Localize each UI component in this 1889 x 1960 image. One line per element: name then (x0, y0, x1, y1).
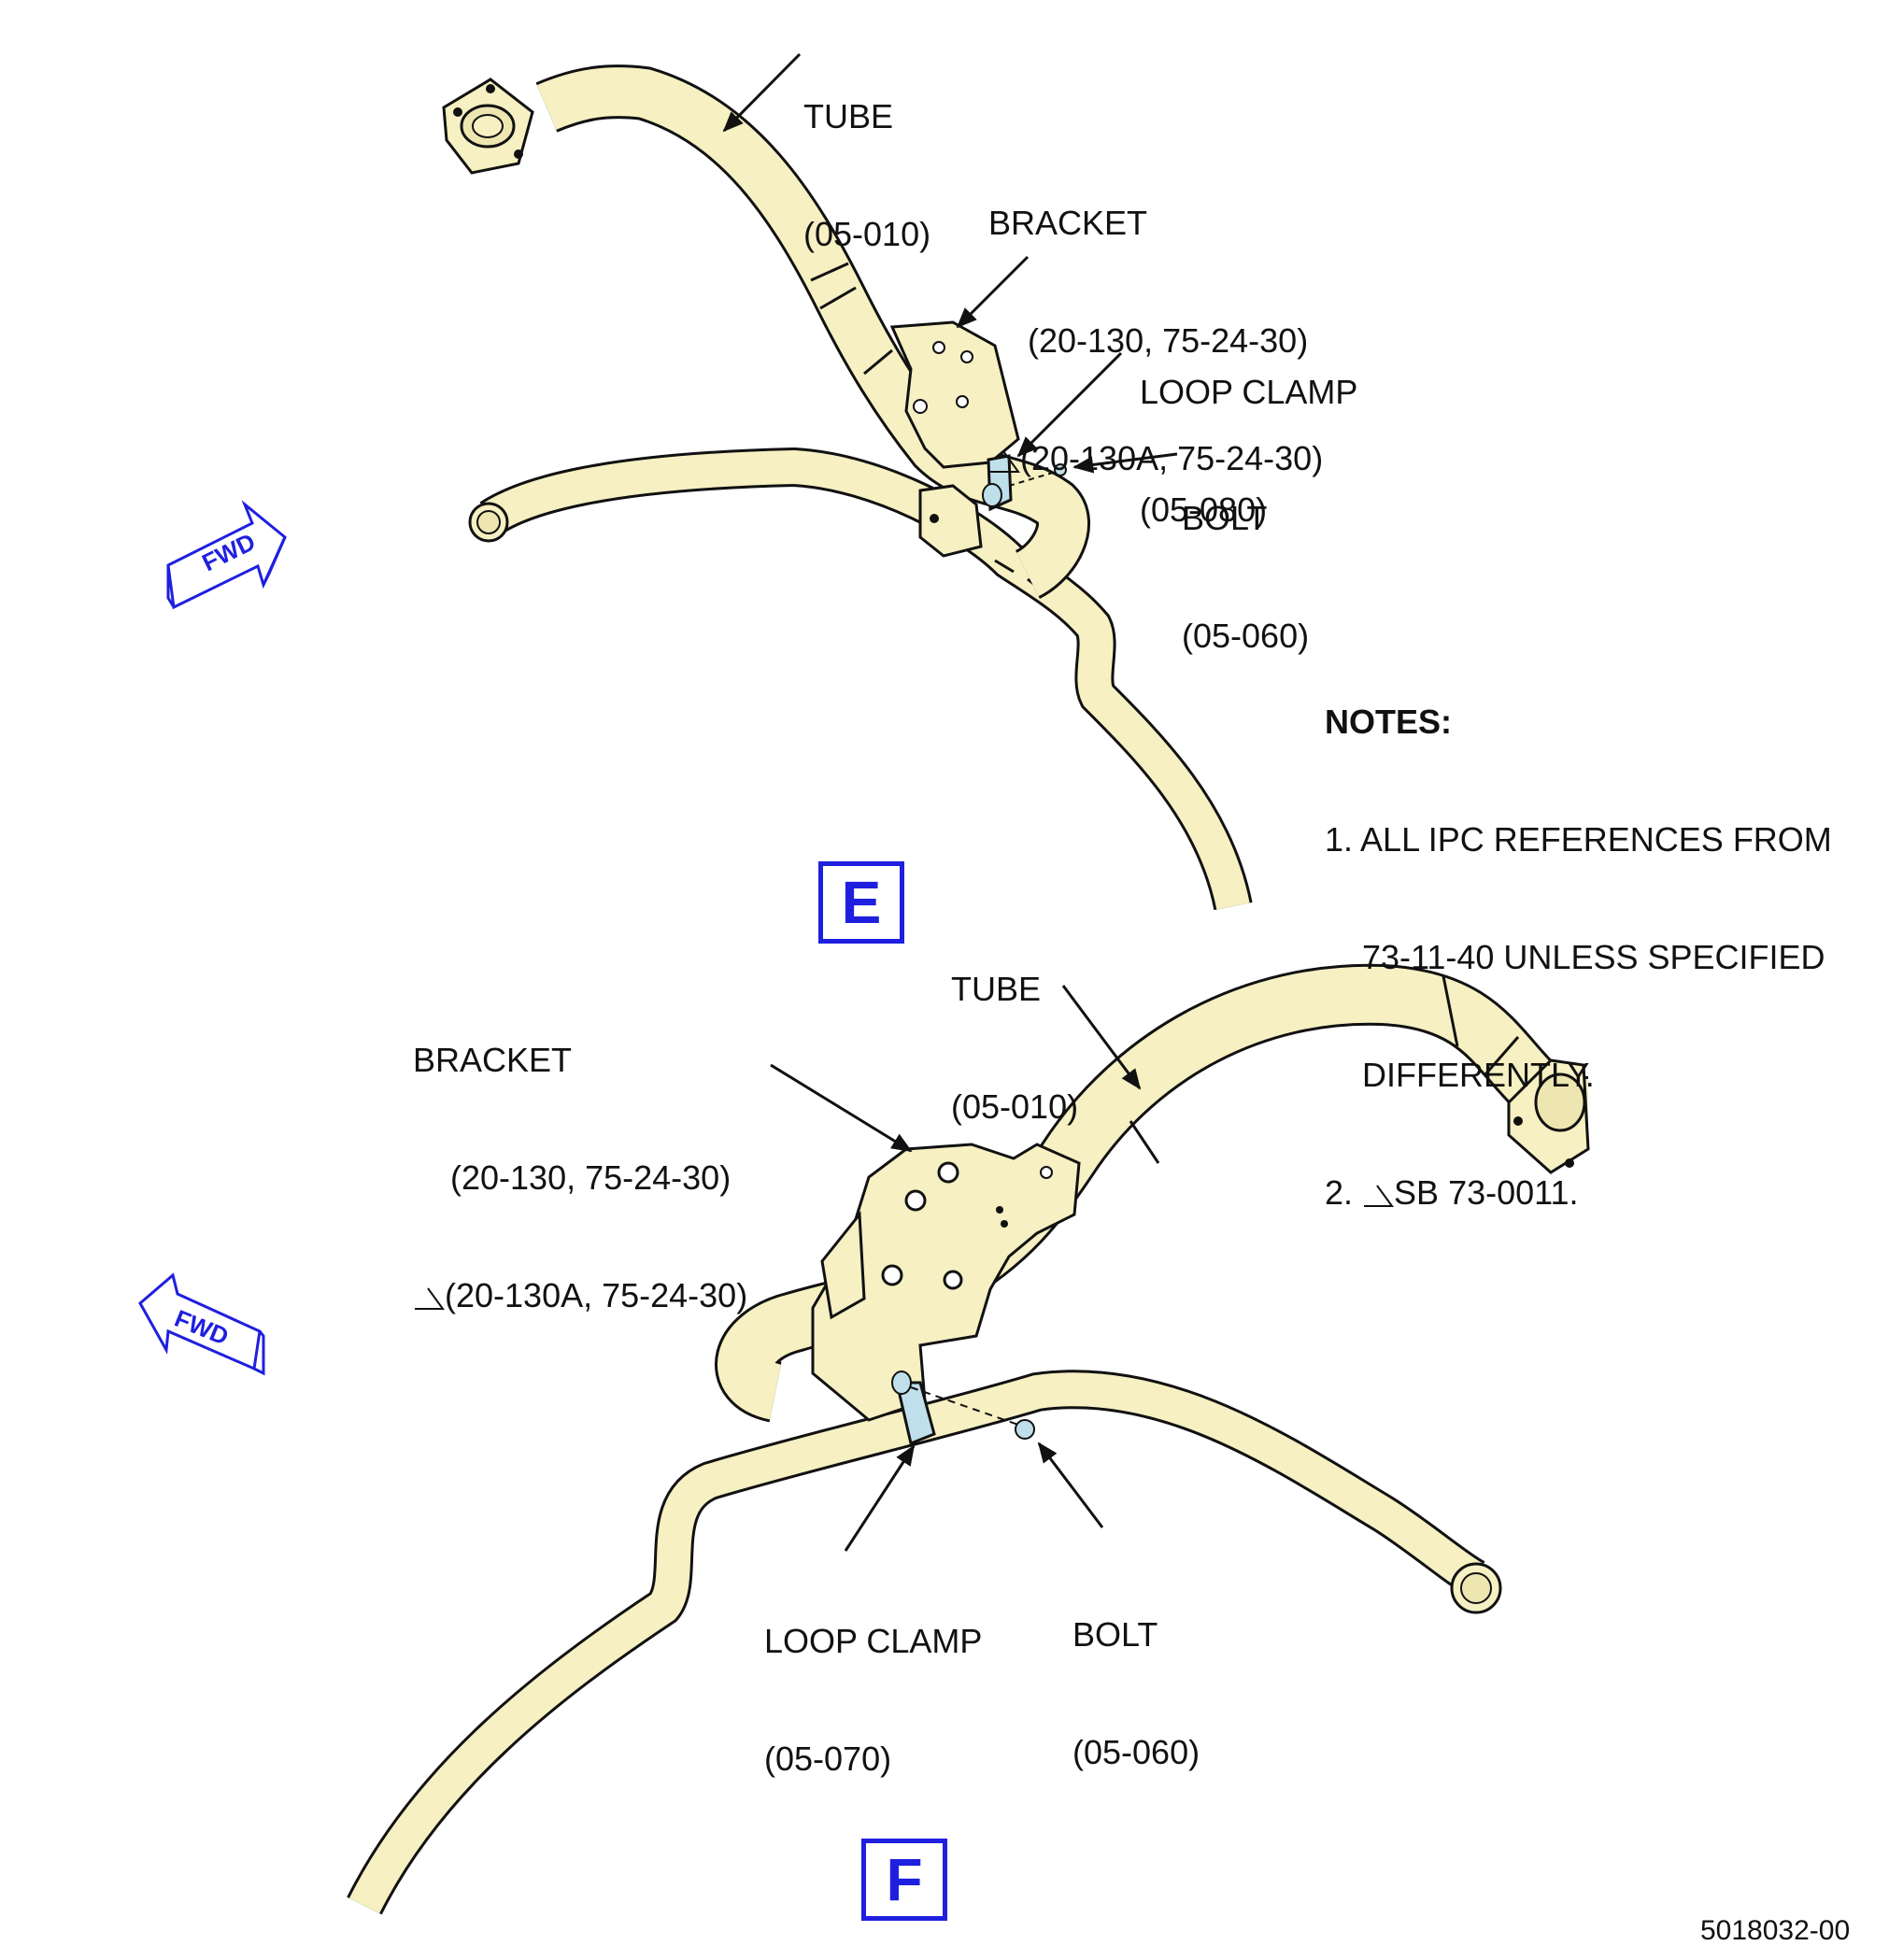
view-e-flange (442, 78, 534, 175)
view-e-tube-label: TUBE (05-010) (803, 19, 930, 293)
note-2-effectivity-triangle-icon (1364, 1185, 1395, 1208)
view-e-lower-tube (468, 447, 1253, 911)
view-f-bolt (910, 1386, 1035, 1440)
notes-block: NOTES: 1. ALL IPC REFERENCES FROM 73-11-… (1325, 624, 1832, 1252)
view-f-leaders (770, 985, 1142, 1552)
note-2-row: 2. SB 73-0011. (1325, 1173, 1832, 1213)
document-id: 5018032-00 (1700, 1915, 1851, 1946)
view-f-tube-name: TUBE (951, 970, 1042, 1008)
note-2-number: 2. (1325, 1173, 1354, 1212)
view-e-effectivity-triangle-icon (990, 450, 1020, 474)
note-1-line-3: DIFFERENTLY. (1362, 1056, 1595, 1094)
view-e-upper-tube (535, 64, 1090, 599)
view-f-indicator: F (861, 1839, 947, 1921)
view-f-bracket (811, 1143, 1081, 1422)
view-f-clamp-ref: (05-070) (764, 1740, 892, 1778)
view-e-bracket-ref2-row: (20-130A, 75-24-30) (988, 439, 1323, 478)
view-e-bolt-name: BOLT (1182, 499, 1268, 537)
view-f-clamp-label: LOOP CLAMP (05-070) (764, 1543, 982, 1818)
view-e-tube-name: TUBE (803, 97, 894, 135)
view-e-drawing (442, 64, 1253, 911)
view-e-tube-ref: (05-010) (803, 215, 931, 253)
view-e-clamp-label: LOOP CLAMP (05-080) (1140, 294, 1357, 569)
view-f-bracket-label: BRACKET (20-130, 75-24-30) (20-130A, 75-… (413, 962, 747, 1355)
note-1-line-1: 1. ALL IPC REFERENCES FROM (1325, 820, 1832, 859)
view-e-bracket-ref1: (20-130, 75-24-30) (1028, 321, 1309, 360)
view-f-drawing (347, 963, 1590, 1915)
view-f-bolt-label: BOLT (05-060) (1072, 1537, 1200, 1811)
note-1-line-2: 73-11-40 UNLESS SPECIFIED (1362, 938, 1825, 976)
view-f-tube-label: TUBE (05-010) (951, 891, 1078, 1166)
view-f-upper-tube (715, 963, 1589, 1423)
view-e-bracket (889, 320, 1020, 558)
view-e-bracket-ref2: (20-130A, 75-24-30) (1020, 439, 1324, 477)
view-e-bracket-name: BRACKET (988, 204, 1148, 242)
view-f-tube-ref: (05-010) (951, 1087, 1079, 1126)
view-e-leaders (722, 52, 1178, 474)
view-e-bolt (1008, 463, 1067, 487)
view-f-flange (1507, 1058, 1590, 1174)
view-f-effectivity-triangle-icon (415, 1287, 445, 1311)
view-e-bolt-label: BOLT (05-060) (1182, 420, 1309, 695)
view-f-fwd-arrow: FWD (138, 1272, 265, 1376)
view-e-clamp-name: LOOP CLAMP (1140, 373, 1358, 411)
view-f-bolt-name: BOLT (1072, 1615, 1158, 1654)
view-f-bracket-ref2-row: (20-130A, 75-24-30) (413, 1276, 747, 1315)
view-e-bolt-ref: (05-060) (1182, 617, 1310, 655)
view-f-bracket-ref1: (20-130, 75-24-30) (450, 1158, 731, 1197)
view-f-loop-clamp (891, 1371, 936, 1446)
view-e-loop-clamp (982, 454, 1013, 512)
view-f-bracket-name: BRACKET (413, 1041, 573, 1079)
view-e-clamp-ref: (05-080) (1140, 490, 1268, 529)
view-f-lower-tube (347, 1370, 1502, 1915)
view-e-bracket-label: BRACKET (20-130, 75-24-30) (20-130A, 75-… (988, 125, 1323, 518)
notes-title: NOTES: (1325, 703, 1453, 741)
view-e-indicator: E (818, 861, 904, 944)
view-f-clamp-name: LOOP CLAMP (764, 1622, 983, 1660)
note-2-text: SB 73-0011. (1394, 1173, 1579, 1212)
view-e-fwd-arrow: FWD (166, 500, 287, 610)
view-f-bracket-ref2: (20-130A, 75-24-30) (445, 1276, 748, 1314)
view-f-bolt-ref: (05-060) (1072, 1733, 1200, 1771)
